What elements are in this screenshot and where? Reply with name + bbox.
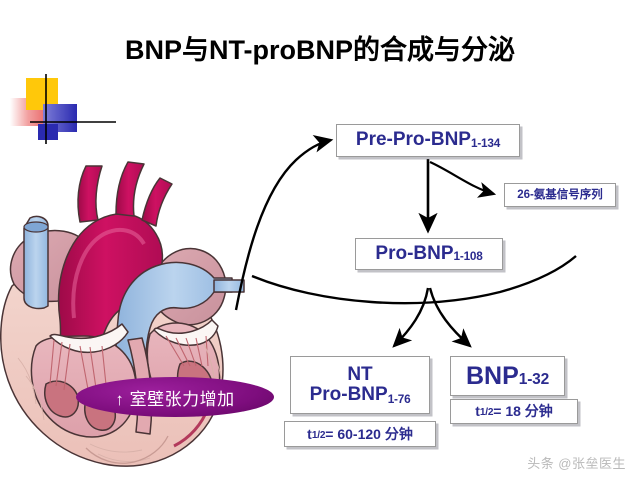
node-signal-sequence[interactable]: 26-氨基信号序列 bbox=[504, 183, 616, 207]
pulmonary-artery-branch bbox=[213, 279, 245, 293]
page-title: BNP与NT-proBNP的合成与分泌 bbox=[125, 35, 515, 65]
node-bnp-label: BNP bbox=[465, 361, 519, 390]
cardiac-apex bbox=[85, 435, 169, 464]
arrow-probnp-to-bnp bbox=[428, 287, 472, 348]
node-pro-bnp-subscript: 1-108 bbox=[453, 250, 483, 264]
aorta-highlight bbox=[71, 227, 146, 319]
node-bnp-subscript: 1-32 bbox=[518, 371, 550, 389]
node-nt-pro-bnp-subscript: 1-76 bbox=[387, 393, 411, 407]
vena-cava bbox=[23, 215, 49, 310]
aortic-branch-right bbox=[115, 161, 145, 217]
arrow-preprobnp-to-signal bbox=[429, 160, 497, 198]
node-pre-pro-bnp-label: Pre-Pro-BNP bbox=[355, 129, 471, 151]
aortic-branch-far-right bbox=[141, 177, 173, 227]
node-pro-bnp-label: Pro-BNP bbox=[375, 242, 454, 264]
wall-tension-callout: ↑ 室壁张力增加 bbox=[76, 377, 274, 417]
node-signal-sequence-label: 26-氨基信号序列 bbox=[517, 188, 603, 201]
bnp-halflife-value: = 18 分钟 bbox=[493, 403, 553, 420]
nt-halflife-prefix: t bbox=[307, 425, 312, 442]
node-nt-pro-bnp-line2: Pro-BNP bbox=[309, 384, 388, 405]
bnp-halflife-prefix: t bbox=[475, 403, 480, 420]
node-nt-pro-bnp-line2-wrap: Pro-BNP1-76 bbox=[309, 384, 411, 407]
heart-illustration bbox=[0, 161, 245, 467]
node-nt-pro-bnp[interactable]: NT Pro-BNP1-76 bbox=[290, 356, 430, 414]
vena-cava-opening bbox=[23, 221, 49, 233]
papillary-muscle-left-1 bbox=[44, 380, 80, 418]
nt-halflife-value: = 60-120 分钟 bbox=[325, 425, 413, 442]
corner-decoration bbox=[10, 74, 116, 144]
node-pre-pro-bnp-subscript: 1-134 bbox=[470, 136, 501, 150]
tricuspid-valve bbox=[153, 319, 219, 346]
arrow-probnp-to-ntprobnp bbox=[392, 287, 430, 348]
aortic-branch-left bbox=[77, 165, 103, 223]
nt-halflife-sub: 1/2 bbox=[311, 429, 326, 441]
watermark: 头条 @张垒医生 bbox=[527, 456, 626, 471]
deco-square-blue-small bbox=[38, 124, 58, 140]
node-nt-pro-bnp-line1: NT bbox=[347, 363, 373, 385]
chordae-right bbox=[165, 335, 209, 367]
bnp-halflife-sub: 1/2 bbox=[479, 407, 494, 419]
